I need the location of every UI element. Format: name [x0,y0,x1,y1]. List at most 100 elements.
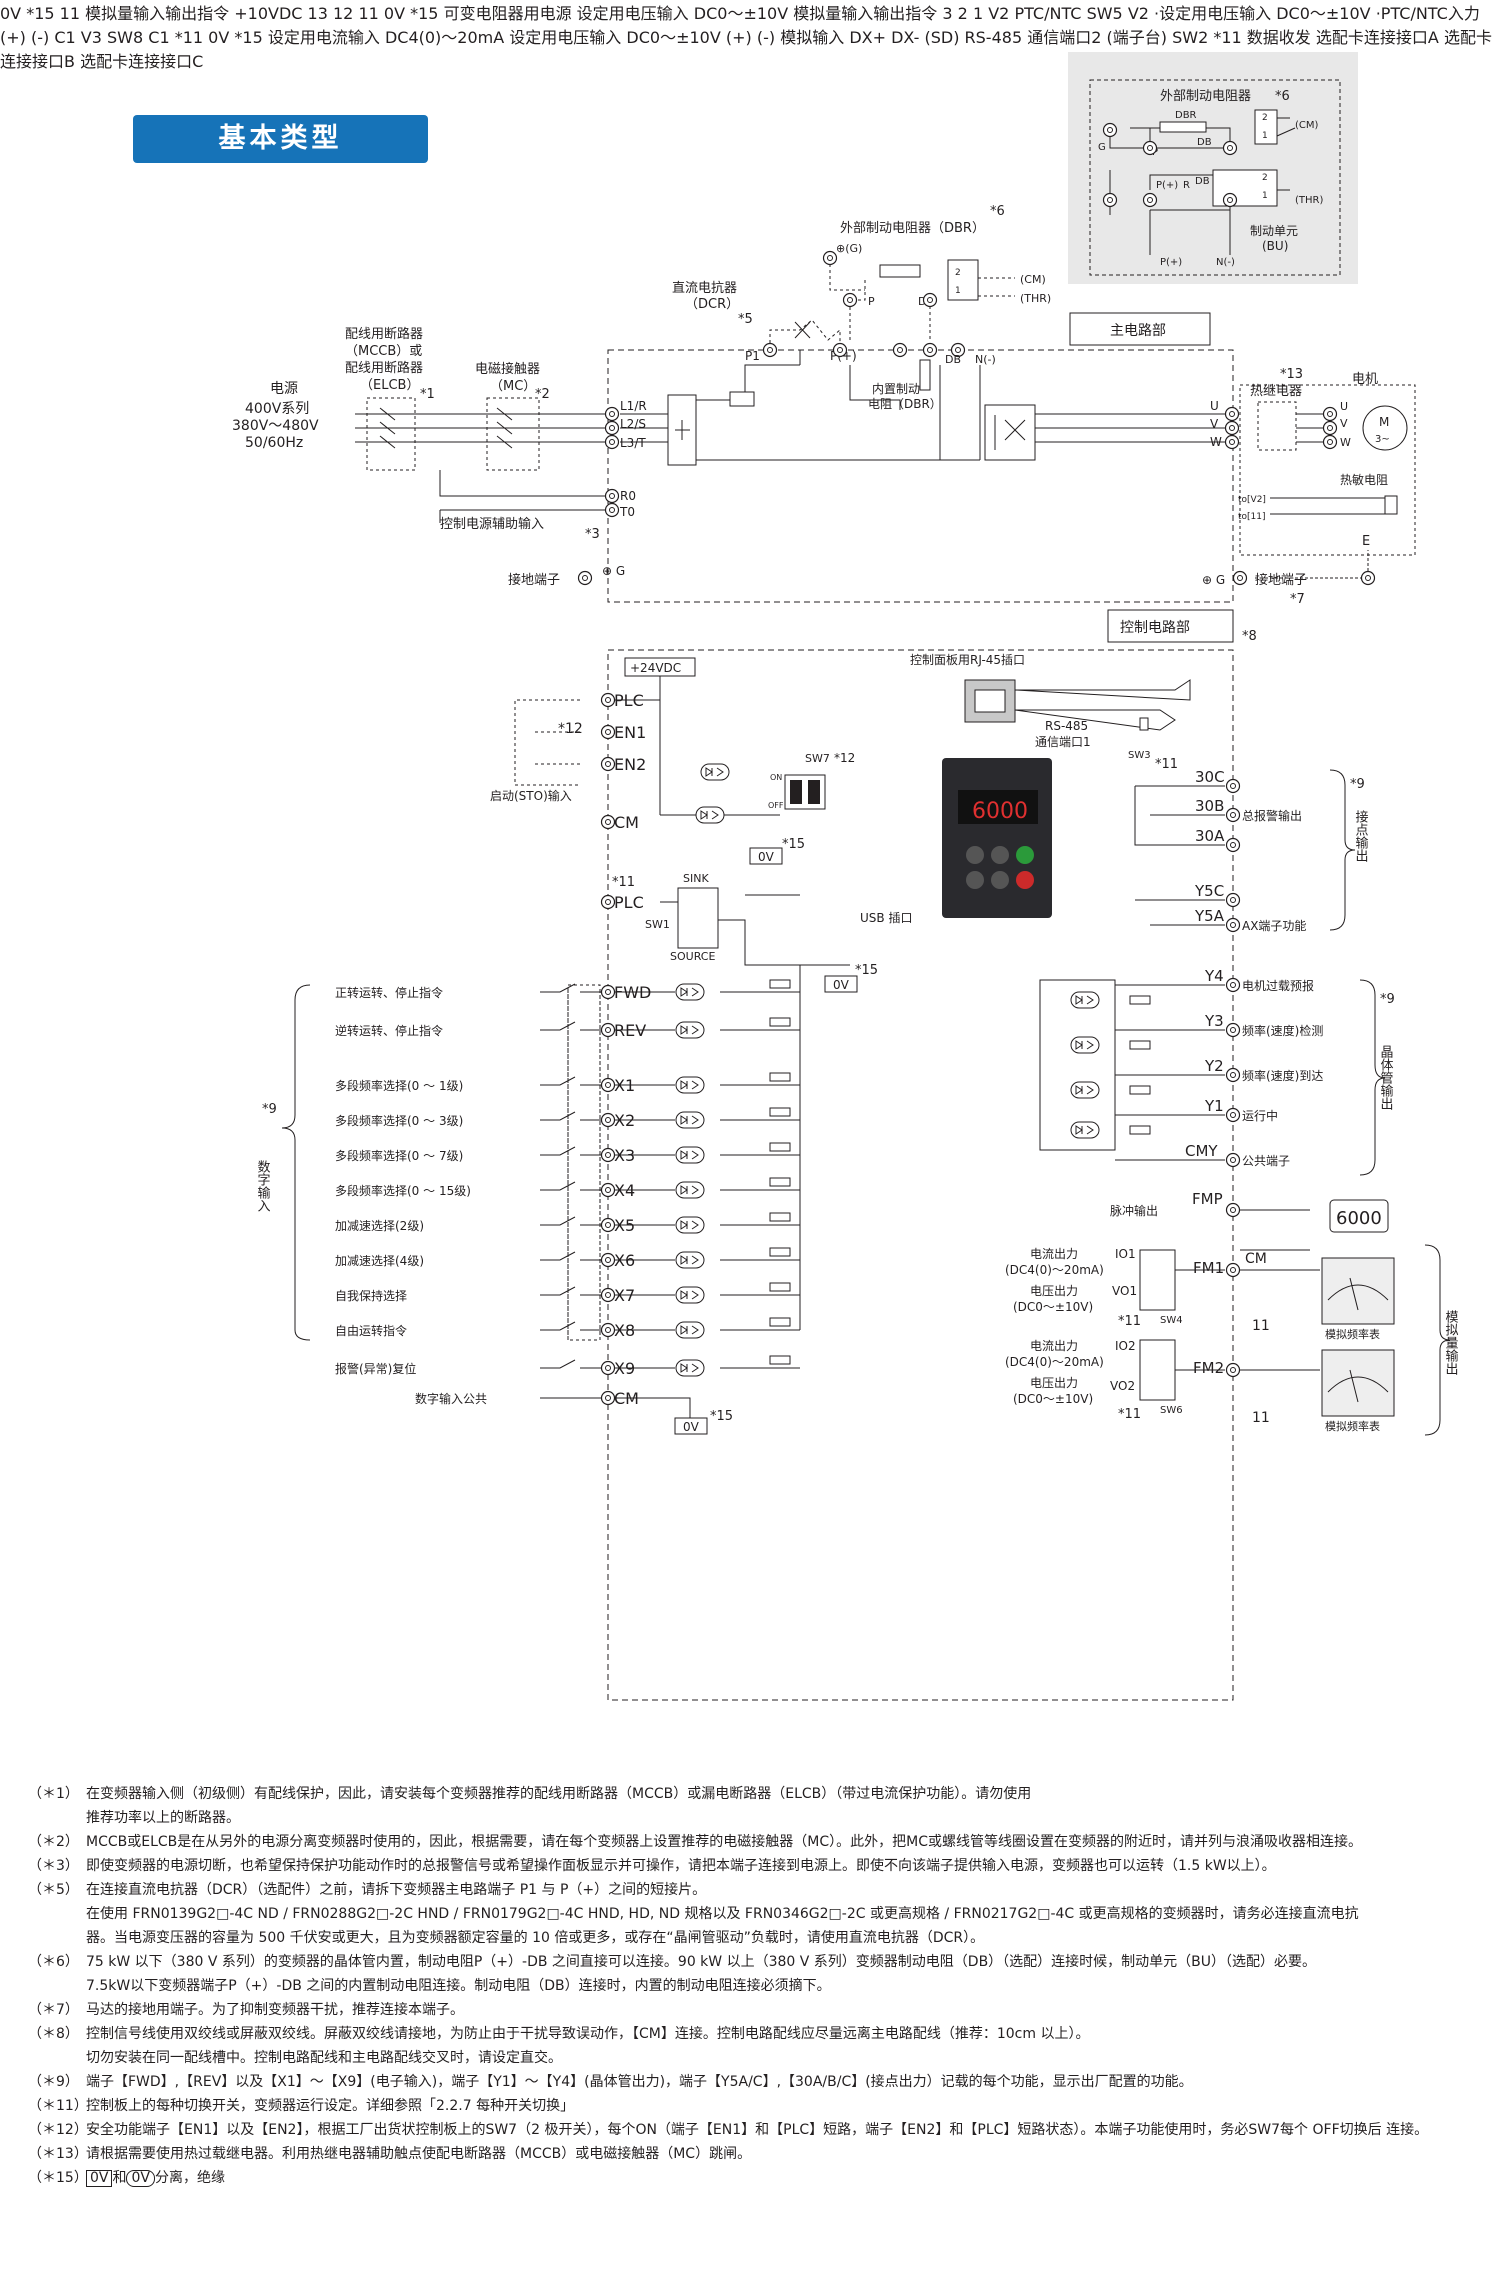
power-label: 电源 [270,381,298,397]
footnote-line: 马达的接地用端子。为了抑制变频器干扰，推荐连接本端子。 [86,2002,464,2018]
svg-text:PLC: PLC [614,893,644,912]
keypad: 6000 [942,758,1052,918]
svg-text:VO2: VO2 [1110,1379,1135,1393]
ground-label: 接地端子 [508,572,560,588]
svg-text:to[V2]: to[V2] [1238,495,1266,505]
svg-text:6000: 6000 [1336,1208,1382,1229]
motor-label: 电机 [1352,372,1378,387]
relay-terminal: Y5A [1194,907,1225,925]
input-description: 正转运转、停止指令 [335,985,443,1000]
footnote-line: 在使用 FRN0139G2□-4C ND / FRN0288G2□-2C HND… [86,1906,1359,1922]
svg-text:接地端子: 接地端子 [1255,572,1307,588]
svg-text:to[11]: to[11] [1238,512,1266,522]
internal-dbr-label: 内置制动 [872,382,920,396]
footnote: （＊2）MCCB或ELCB是在从另外的电源分离变频器时使用的，因此，根据需要，请… [28,1830,1478,1854]
footnote: （＊7）马达的接地用端子。为了抑制变频器干扰，推荐连接本端子。 [28,1998,1478,2022]
svg-text:V: V [1210,417,1219,431]
transistor-terminal: Y3 [1204,1012,1224,1030]
transistor-description: 频率(速度)到达 [1242,1068,1323,1083]
svg-text:(THR): (THR) [1020,292,1051,305]
svg-text:*2: *2 [535,387,550,402]
svg-text:2: 2 [1262,173,1268,183]
svg-text:FM1: FM1 [1193,1259,1224,1277]
svg-text:0V: 0V [758,850,775,864]
svg-text:IO1: IO1 [1115,1247,1136,1261]
svg-text:SW1: SW1 [645,918,670,931]
svg-text:P(+): P(+) [1156,180,1178,191]
svg-text:*15: *15 [710,1409,733,1424]
svg-text:VO1: VO1 [1112,1284,1137,1298]
svg-text:模拟量输出: 模拟量输出 [1443,1310,1459,1375]
footnote-tag: （＊1） [28,1786,79,1802]
svg-text:（MC）: （MC） [490,379,536,394]
svg-text:U: U [1340,400,1348,413]
svg-text:380V～480V: 380V～480V [232,418,319,434]
zero-volt-box: 0V [86,2170,113,2187]
input-optocoupler [675,983,705,1001]
svg-text:SOURCE: SOURCE [670,950,715,963]
data-transfer-label: 数据收发 [1246,28,1311,47]
svg-text:*11: *11 [1118,1314,1141,1329]
footnote-tag: （＊12） [28,2122,88,2138]
input-description: 加减速选择(2级) [335,1219,424,1233]
input-terminal: FWD [614,983,651,1002]
aux-power-label: 控制电源辅助输入 [440,516,544,532]
input-terminal: CM [614,1389,639,1408]
input-terminal: X1 [614,1076,635,1095]
input-description: 加减速选择(4级) [335,1254,424,1268]
svg-text:⊕ G: ⊕ G [602,564,625,578]
svg-text:CM: CM [1245,1251,1267,1267]
svg-text:ON: ON [770,773,782,782]
svg-text:N(-): N(-) [975,353,996,366]
relay-terminal: 30A [1195,827,1225,845]
svg-text:0V: 0V [833,978,850,992]
input-description: 多段频率选择(0 ～ 15级) [335,1183,471,1198]
svg-text:W: W [1210,435,1222,449]
transistor-terminal: Y4 [1204,967,1224,985]
transistor-terminal: CMY [1185,1142,1218,1160]
wiring-diagram: 外部制动电阻器 *6 DBR DB P G P(+) R DB N(-) P(+… [232,52,1459,1701]
svg-text:*5: *5 [738,312,753,327]
svg-text:制动单元: 制动单元 [1250,224,1298,238]
svg-text:FMP: FMP [1192,1190,1223,1208]
footnote-line: 控制板上的每种切换开关，变频器运行设定。详细参照「2.2.7 每种开关切换」 [86,2098,575,2114]
svg-text:(THR): (THR) [1295,195,1323,206]
svg-text:SINK: SINK [683,872,709,885]
svg-text:SW4: SW4 [1160,1315,1183,1326]
svg-text:电流出力: 电流出力 [1030,1339,1078,1353]
svg-text:（MCCB）或: （MCCB）或 [345,344,422,359]
footnote: （＊9）端子【FWD】,【REV】以及【X1】～【X9】(电子输入)，端子【Y1… [28,2070,1478,2094]
input-optocoupler [675,1216,705,1234]
svg-text:(DC4(0)～20mA): (DC4(0)～20mA) [1005,1263,1104,1277]
footnote-tag: （＊13） [28,2146,88,2162]
svg-text:FM2: FM2 [1193,1359,1224,1377]
pot-power-label: 可变电阻器用电源 [443,4,572,23]
thermistor-label: 热敏电阻 [1340,472,1388,487]
footnote-tag: （＊15） [28,2170,88,2186]
transistor-description: 运行中 [1242,1108,1278,1123]
input-description: 自我保持选择 [335,1288,407,1303]
svg-text:*11: *11 [1118,1407,1141,1422]
svg-text:2: 2 [1262,113,1268,123]
input-optocoupler [675,1021,705,1039]
footnote-line: 7.5kW以下变频器端子P（+）-DB 之间的内置制动电阻连接。制动电阻（DB）… [86,1978,831,1994]
relay-description: 总报警输出 [1242,808,1302,823]
footnote: （＊3）即使变频器的电源切断，也希望保持保护功能动作时的总报警信号或希望操作面板… [28,1854,1478,1878]
footnote-tag: （＊11） [28,2098,88,2114]
mccb-label: 配线用断路器 [345,326,423,342]
svg-text:*6: *6 [1275,89,1290,104]
svg-text:DB: DB [1195,176,1210,187]
input-description: 数字输入公共 [415,1391,487,1406]
svg-text:（ELCB）: （ELCB） [360,378,419,393]
svg-text:*13: *13 [1280,367,1303,382]
input-description: 多段频率选择(0 ～ 3级) [335,1113,463,1128]
svg-text:11: 11 [1252,1410,1270,1426]
relay-description: AX端子功能 [1242,919,1306,933]
svg-text:SW7: SW7 [805,752,830,765]
svg-text:DB: DB [945,353,961,366]
svg-text:电阻（DBR）: 电阻（DBR） [868,397,942,411]
input-optocoupler [675,1251,705,1269]
footnote: （＊13）请根据需要使用热过载继电器。利用热继电器辅助触点使配电断路器（MCCB… [28,2142,1478,2166]
